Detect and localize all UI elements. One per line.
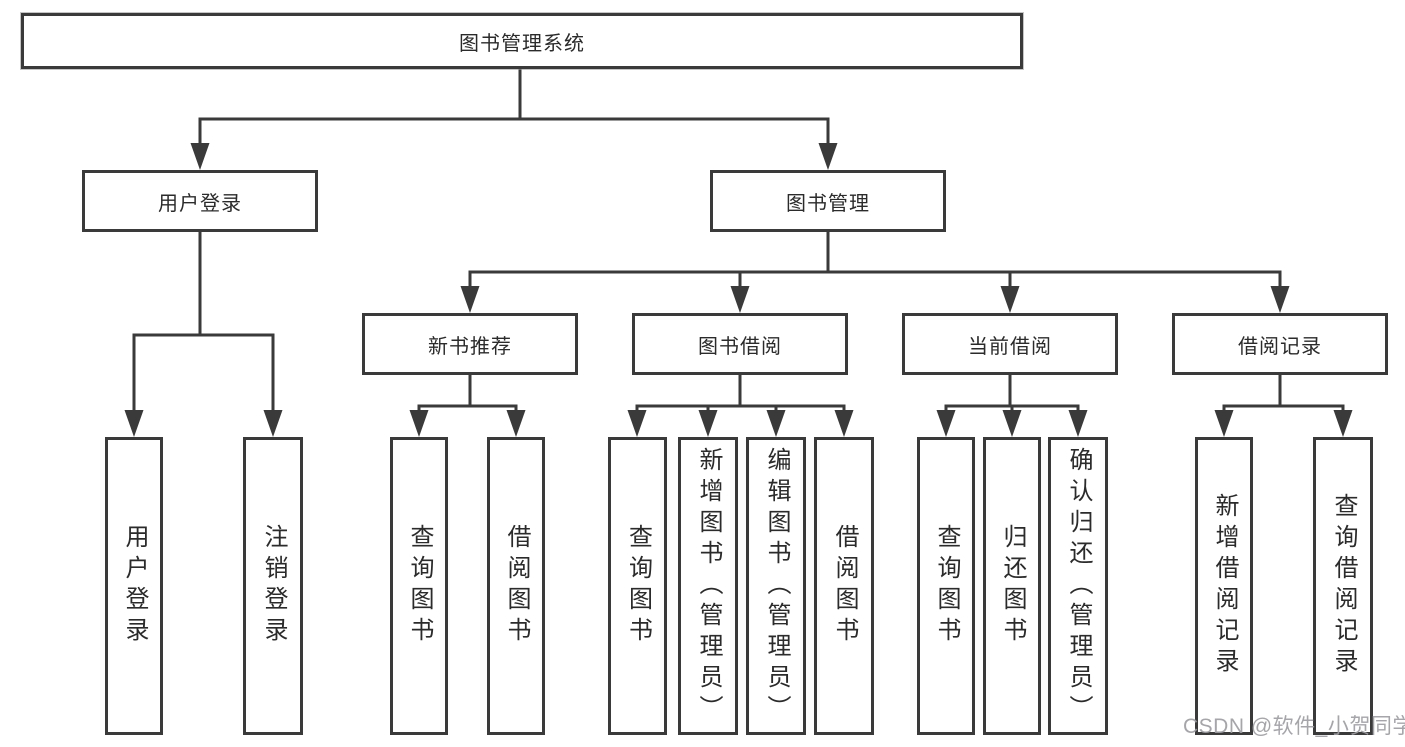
node-root-system: 图书管理系统 (21, 13, 1023, 69)
leaf-user-login: 用户登录 (105, 437, 163, 735)
leaf-logout: 注销登录 (243, 437, 303, 735)
leaf-query-books-recommend: 查询图书 (390, 437, 448, 735)
leaf-add-books-admin: 新增图书（管理员） (678, 437, 738, 735)
leaf-borrow-books-recommend: 借阅图书 (487, 437, 545, 735)
node-book-borrowing: 图书借阅 (632, 313, 848, 375)
node-user-login: 用户登录 (82, 170, 318, 232)
node-book-management: 图书管理 (710, 170, 946, 232)
leaf-confirm-return-admin: 确认归还（管理员） (1048, 437, 1108, 735)
leaf-query-borrow-record: 查询借阅记录 (1313, 437, 1373, 735)
leaf-edit-books-admin: 编辑图书（管理员） (746, 437, 806, 735)
watermark: CSDN @软件_小贺同学 (1183, 715, 1405, 738)
node-new-book-recommendation: 新书推荐 (362, 313, 578, 375)
leaf-query-books-current: 查询图书 (917, 437, 975, 735)
leaf-borrow-books: 借阅图书 (814, 437, 874, 735)
node-borrowing-records: 借阅记录 (1172, 313, 1388, 375)
leaf-query-books-borrow: 查询图书 (608, 437, 667, 735)
leaf-add-borrow-record: 新增借阅记录 (1195, 437, 1253, 735)
leaf-return-books: 归还图书 (983, 437, 1041, 735)
node-current-borrowing: 当前借阅 (902, 313, 1118, 375)
arrowhead-icons (124, 143, 1353, 437)
